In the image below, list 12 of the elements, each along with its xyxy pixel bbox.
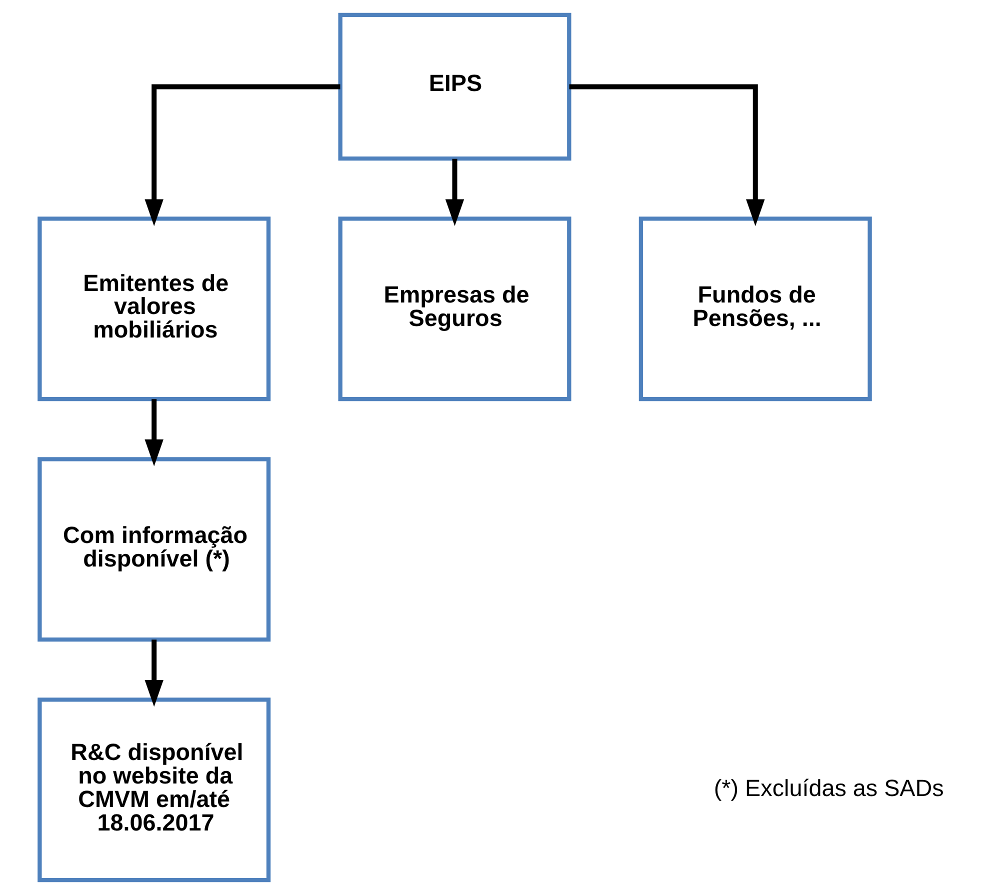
- arrow: [144, 84, 340, 226]
- label: (*) Excluídas as SADs: [713, 775, 944, 802]
- arrow: [444, 158, 464, 226]
- node-box: R&C disponível no website da CMVM em/até 18.06.2017: [37, 698, 270, 882]
- node-box: Emitentes de valores mobiliários: [37, 216, 270, 402]
- arrow: [144, 399, 163, 466]
- node-box: Com informação disponível (*): [37, 457, 270, 642]
- node-box: EIPS: [338, 12, 571, 161]
- arrow: [568, 84, 764, 226]
- node-box: Fundos de Pensões, ...: [638, 216, 872, 402]
- node-box: Empresas de Seguros: [338, 216, 571, 402]
- arrow: [144, 640, 163, 707]
